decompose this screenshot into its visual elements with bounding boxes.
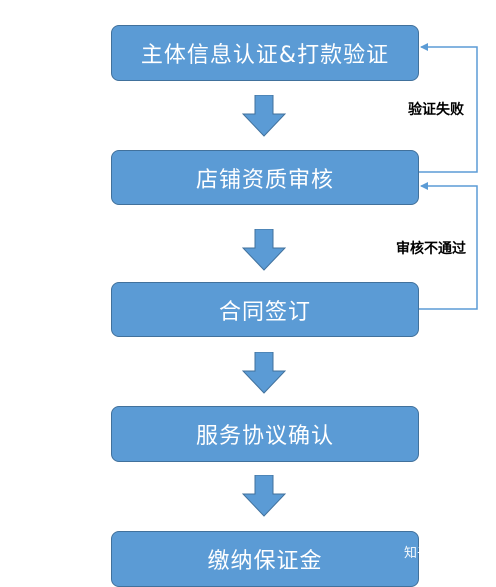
step-entity-verification: 主体信息认证&打款验证 bbox=[111, 25, 419, 81]
feedback-label-verification-failed: 验证失败 bbox=[408, 102, 464, 118]
down-arrow-icon bbox=[242, 95, 286, 137]
step-service-agreement-confirmation: 服务协议确认 bbox=[111, 406, 419, 462]
down-arrow-icon bbox=[242, 475, 286, 517]
feedback-line-verification-failed bbox=[419, 43, 478, 173]
watermark: 知乎 @海鸥 bbox=[404, 546, 474, 561]
down-arrow-icon bbox=[242, 229, 286, 271]
step-contract-signing: 合同签订 bbox=[111, 282, 419, 337]
feedback-connectors bbox=[419, 43, 478, 310]
down-arrow-icon bbox=[242, 352, 286, 394]
step-store-qualification-review: 店铺资质审核 bbox=[111, 150, 419, 205]
feedback-label-review-rejected: 审核不通过 bbox=[396, 238, 466, 258]
feedback-line-review-rejected bbox=[419, 182, 478, 310]
